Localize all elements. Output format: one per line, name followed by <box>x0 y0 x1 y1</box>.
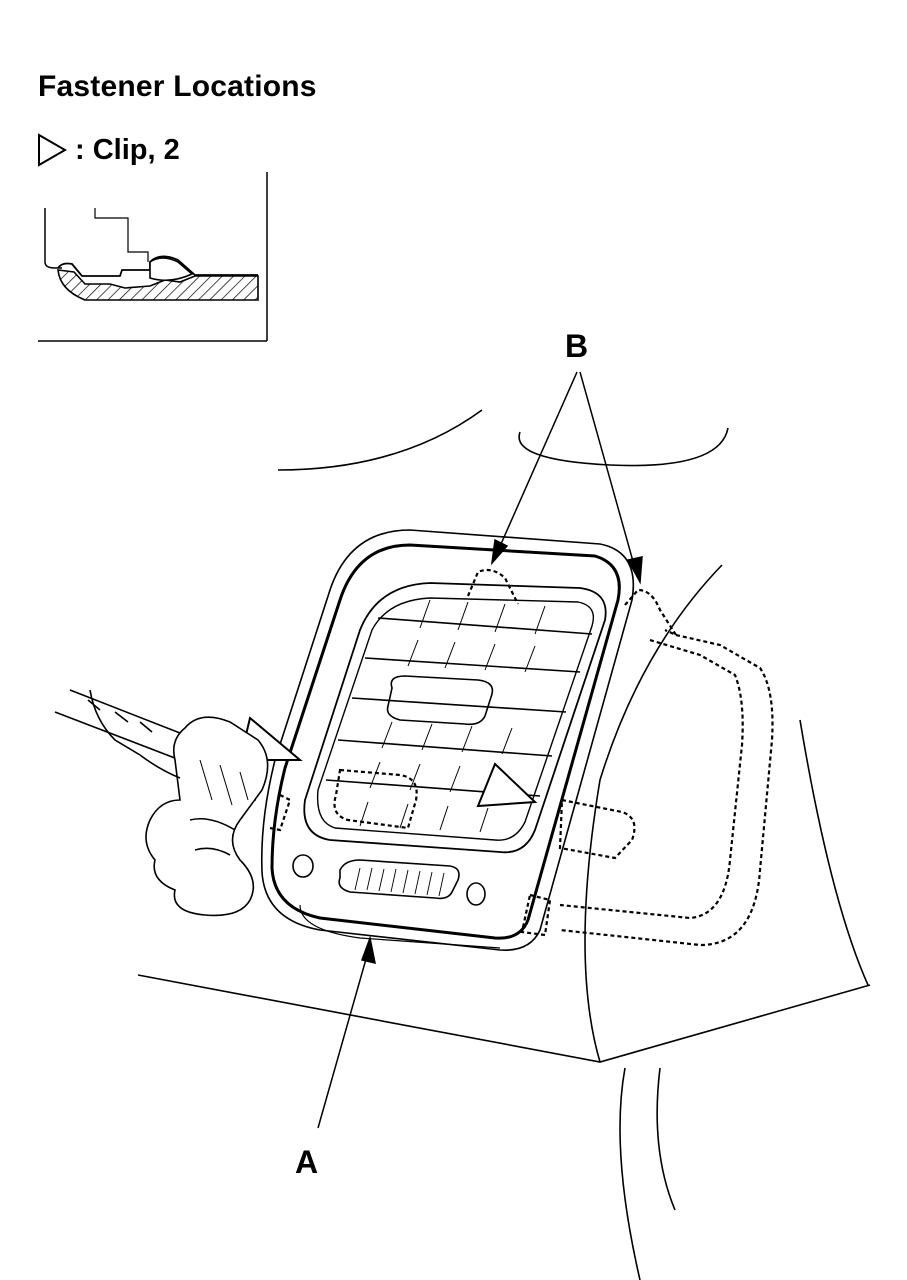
page-title: Fastener Locations <box>38 70 317 103</box>
hidden-clip-outlines <box>269 568 774 947</box>
clip-legend: : Clip, 2 <box>37 132 180 168</box>
hand-with-tool-icon <box>54 689 269 917</box>
callout-leaders <box>317 371 643 1129</box>
hollow-triangle-icon <box>38 133 67 167</box>
callout-label-a: A <box>295 1144 319 1180</box>
clip-triangle-icon-right <box>476 762 538 808</box>
vent-bezel <box>260 529 635 951</box>
clip-legend-text: : Clip, 2 <box>75 133 180 166</box>
dashboard-outline <box>137 409 871 1280</box>
callout-label-b: B <box>565 328 589 364</box>
clip-detail-inset <box>38 172 268 342</box>
